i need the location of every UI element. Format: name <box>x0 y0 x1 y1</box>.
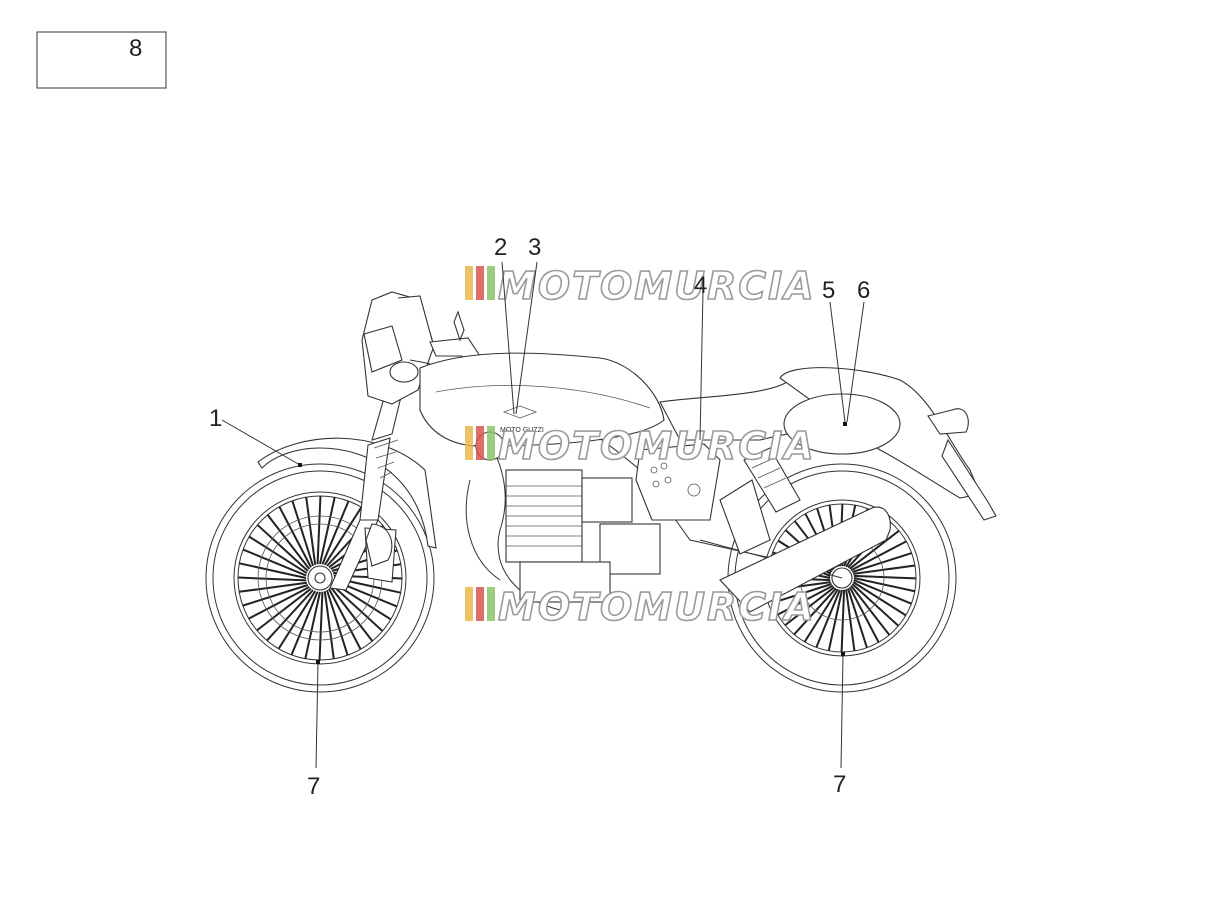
svg-text:MOTOMURCIA: MOTOMURCIA <box>498 585 816 629</box>
front-wheel <box>205 463 435 693</box>
side-panel <box>635 443 721 521</box>
wheel-spoke <box>845 589 856 652</box>
front-fender <box>257 437 437 549</box>
wheel-spoke <box>256 524 309 572</box>
wheel-spoke <box>266 514 311 570</box>
callout-6: 6 <box>857 277 870 304</box>
wheel-spoke <box>316 495 322 565</box>
wheel-spoke <box>323 506 363 566</box>
callout-2: 2 <box>494 234 507 261</box>
wheel-spoke <box>850 585 891 636</box>
front-brake-caliper <box>365 523 393 567</box>
wheel-spoke <box>278 506 312 568</box>
wheel-spoke <box>803 588 839 643</box>
wheel-spoke <box>242 548 307 577</box>
watermark-top: MOTOMURCIA <box>465 263 816 309</box>
rear-indicator <box>927 408 997 521</box>
wheel-spoke <box>321 500 350 565</box>
wheel-spoke <box>777 584 834 616</box>
wheel-spoke <box>318 591 324 661</box>
watermark-middle: MOTOMURCIA <box>465 423 816 469</box>
wheel-spoke <box>248 586 310 620</box>
callout-5: 5 <box>822 277 835 304</box>
wheel-spoke <box>323 591 335 659</box>
wheel-spoke <box>291 500 314 567</box>
engine <box>475 431 661 603</box>
wheel-spoke <box>331 584 384 632</box>
wheel-spoke <box>305 497 317 565</box>
callout-8: 8 <box>129 35 142 62</box>
wheel-spoke <box>793 587 837 636</box>
watermark-bottom: MOTOMURCIA <box>465 584 816 630</box>
wheel-spoke <box>852 581 907 617</box>
svg-text:MOTOMURCIA: MOTOMURCIA <box>498 264 816 308</box>
kit-reference-box <box>36 31 167 89</box>
wheel-spoke <box>852 552 912 573</box>
wheel-spoke <box>237 576 307 582</box>
motorcycle-drawing: MOTO GUZZI <box>205 291 997 693</box>
wheel-spoke <box>326 589 349 656</box>
callout-1: 1 <box>209 405 222 432</box>
wheel-spoke <box>266 589 314 642</box>
wheel-spoke <box>329 586 374 642</box>
svg-text:MOTO GUZZI: MOTO GUZZI <box>500 427 544 434</box>
rear-suspension <box>719 447 801 555</box>
wheel-spoke <box>772 583 832 604</box>
headlight-fairing <box>361 291 435 405</box>
wheel-spoke <box>853 579 912 605</box>
exhaust <box>719 506 891 613</box>
tank-logo: MOTO GUZZI <box>500 405 544 434</box>
wheel-spoke <box>239 562 307 579</box>
wheel-spoke <box>815 589 841 648</box>
callout-7-rear-wheel: 7 <box>833 771 846 798</box>
wheel-spoke <box>239 581 307 593</box>
wheel-spoke <box>784 586 835 627</box>
wheel-spoke <box>328 588 362 650</box>
wheel-spoke <box>849 529 900 570</box>
wheel-spoke <box>827 589 843 652</box>
wheel-spoke <box>848 586 880 643</box>
wheel-spoke <box>277 590 317 650</box>
wheel-spoke <box>840 589 846 653</box>
wheel-spoke <box>851 583 900 627</box>
wheel-spoke <box>853 574 917 580</box>
svg-text:MOTOMURCIA: MOTOMURCIA <box>498 424 816 468</box>
wheel-spoke <box>847 588 868 648</box>
wheel-spoke <box>850 540 907 572</box>
wheel-spoke <box>304 591 321 659</box>
callout-7-front-wheel: 7 <box>307 773 320 800</box>
callout-4: 4 <box>694 272 707 299</box>
wheel-spoke <box>319 497 336 565</box>
wheel-spoke <box>256 587 312 632</box>
wheel-spoke <box>248 535 308 575</box>
tail-decal-dot <box>843 422 847 426</box>
wheel-spoke <box>853 564 916 575</box>
wheel-spoke <box>242 584 309 607</box>
wheel-spoke <box>290 591 319 656</box>
callout-leaders <box>221 261 865 769</box>
wheel-spoke <box>853 577 916 593</box>
callout-3: 3 <box>528 234 541 261</box>
